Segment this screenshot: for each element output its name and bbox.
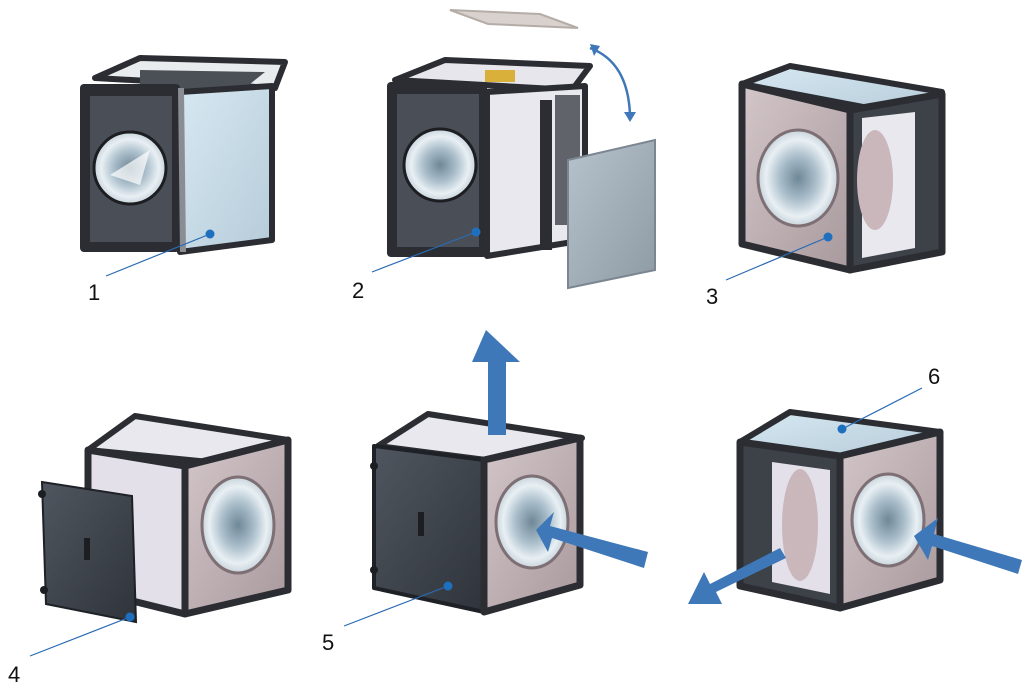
fan-wheel-icon (494, 474, 570, 570)
airflow-in-arrow-icon (914, 518, 1022, 574)
top-lid-panel (449, 9, 579, 29)
fan-wheel-icon (756, 128, 840, 228)
airflow-up-arrow-icon (472, 330, 520, 435)
callout-number: 2 (352, 278, 364, 303)
callout-2: 2 (352, 227, 481, 303)
callout-6: 6 (837, 364, 940, 434)
callout-number: 1 (88, 280, 100, 305)
callout-number: 6 (928, 364, 940, 389)
callout-number: 3 (706, 284, 718, 309)
fan-unit-5 (370, 330, 648, 616)
callout-5: 5 (322, 581, 453, 655)
airflow-out-arrow-icon (688, 548, 786, 604)
callout-number: 4 (8, 662, 20, 687)
rotate-panel-arrow-icon (589, 46, 632, 116)
fan-wheel-icon (402, 127, 478, 203)
fan-unit-1 (80, 55, 288, 255)
fan-unit-2 (387, 9, 656, 290)
callout-3: 3 (706, 232, 833, 309)
callout-number: 5 (322, 630, 334, 655)
fan-unit-6 (688, 409, 1022, 612)
fan-wheel-icon (200, 475, 276, 575)
fan-wheel-icon (850, 472, 926, 568)
fan-unit-4 (38, 413, 292, 624)
fan-unit-3 (738, 63, 946, 274)
side-access-panel (567, 138, 656, 290)
airflow-in-arrow-icon (536, 512, 648, 568)
callout-4: 4 (8, 612, 135, 687)
callout-1: 1 (88, 229, 215, 305)
